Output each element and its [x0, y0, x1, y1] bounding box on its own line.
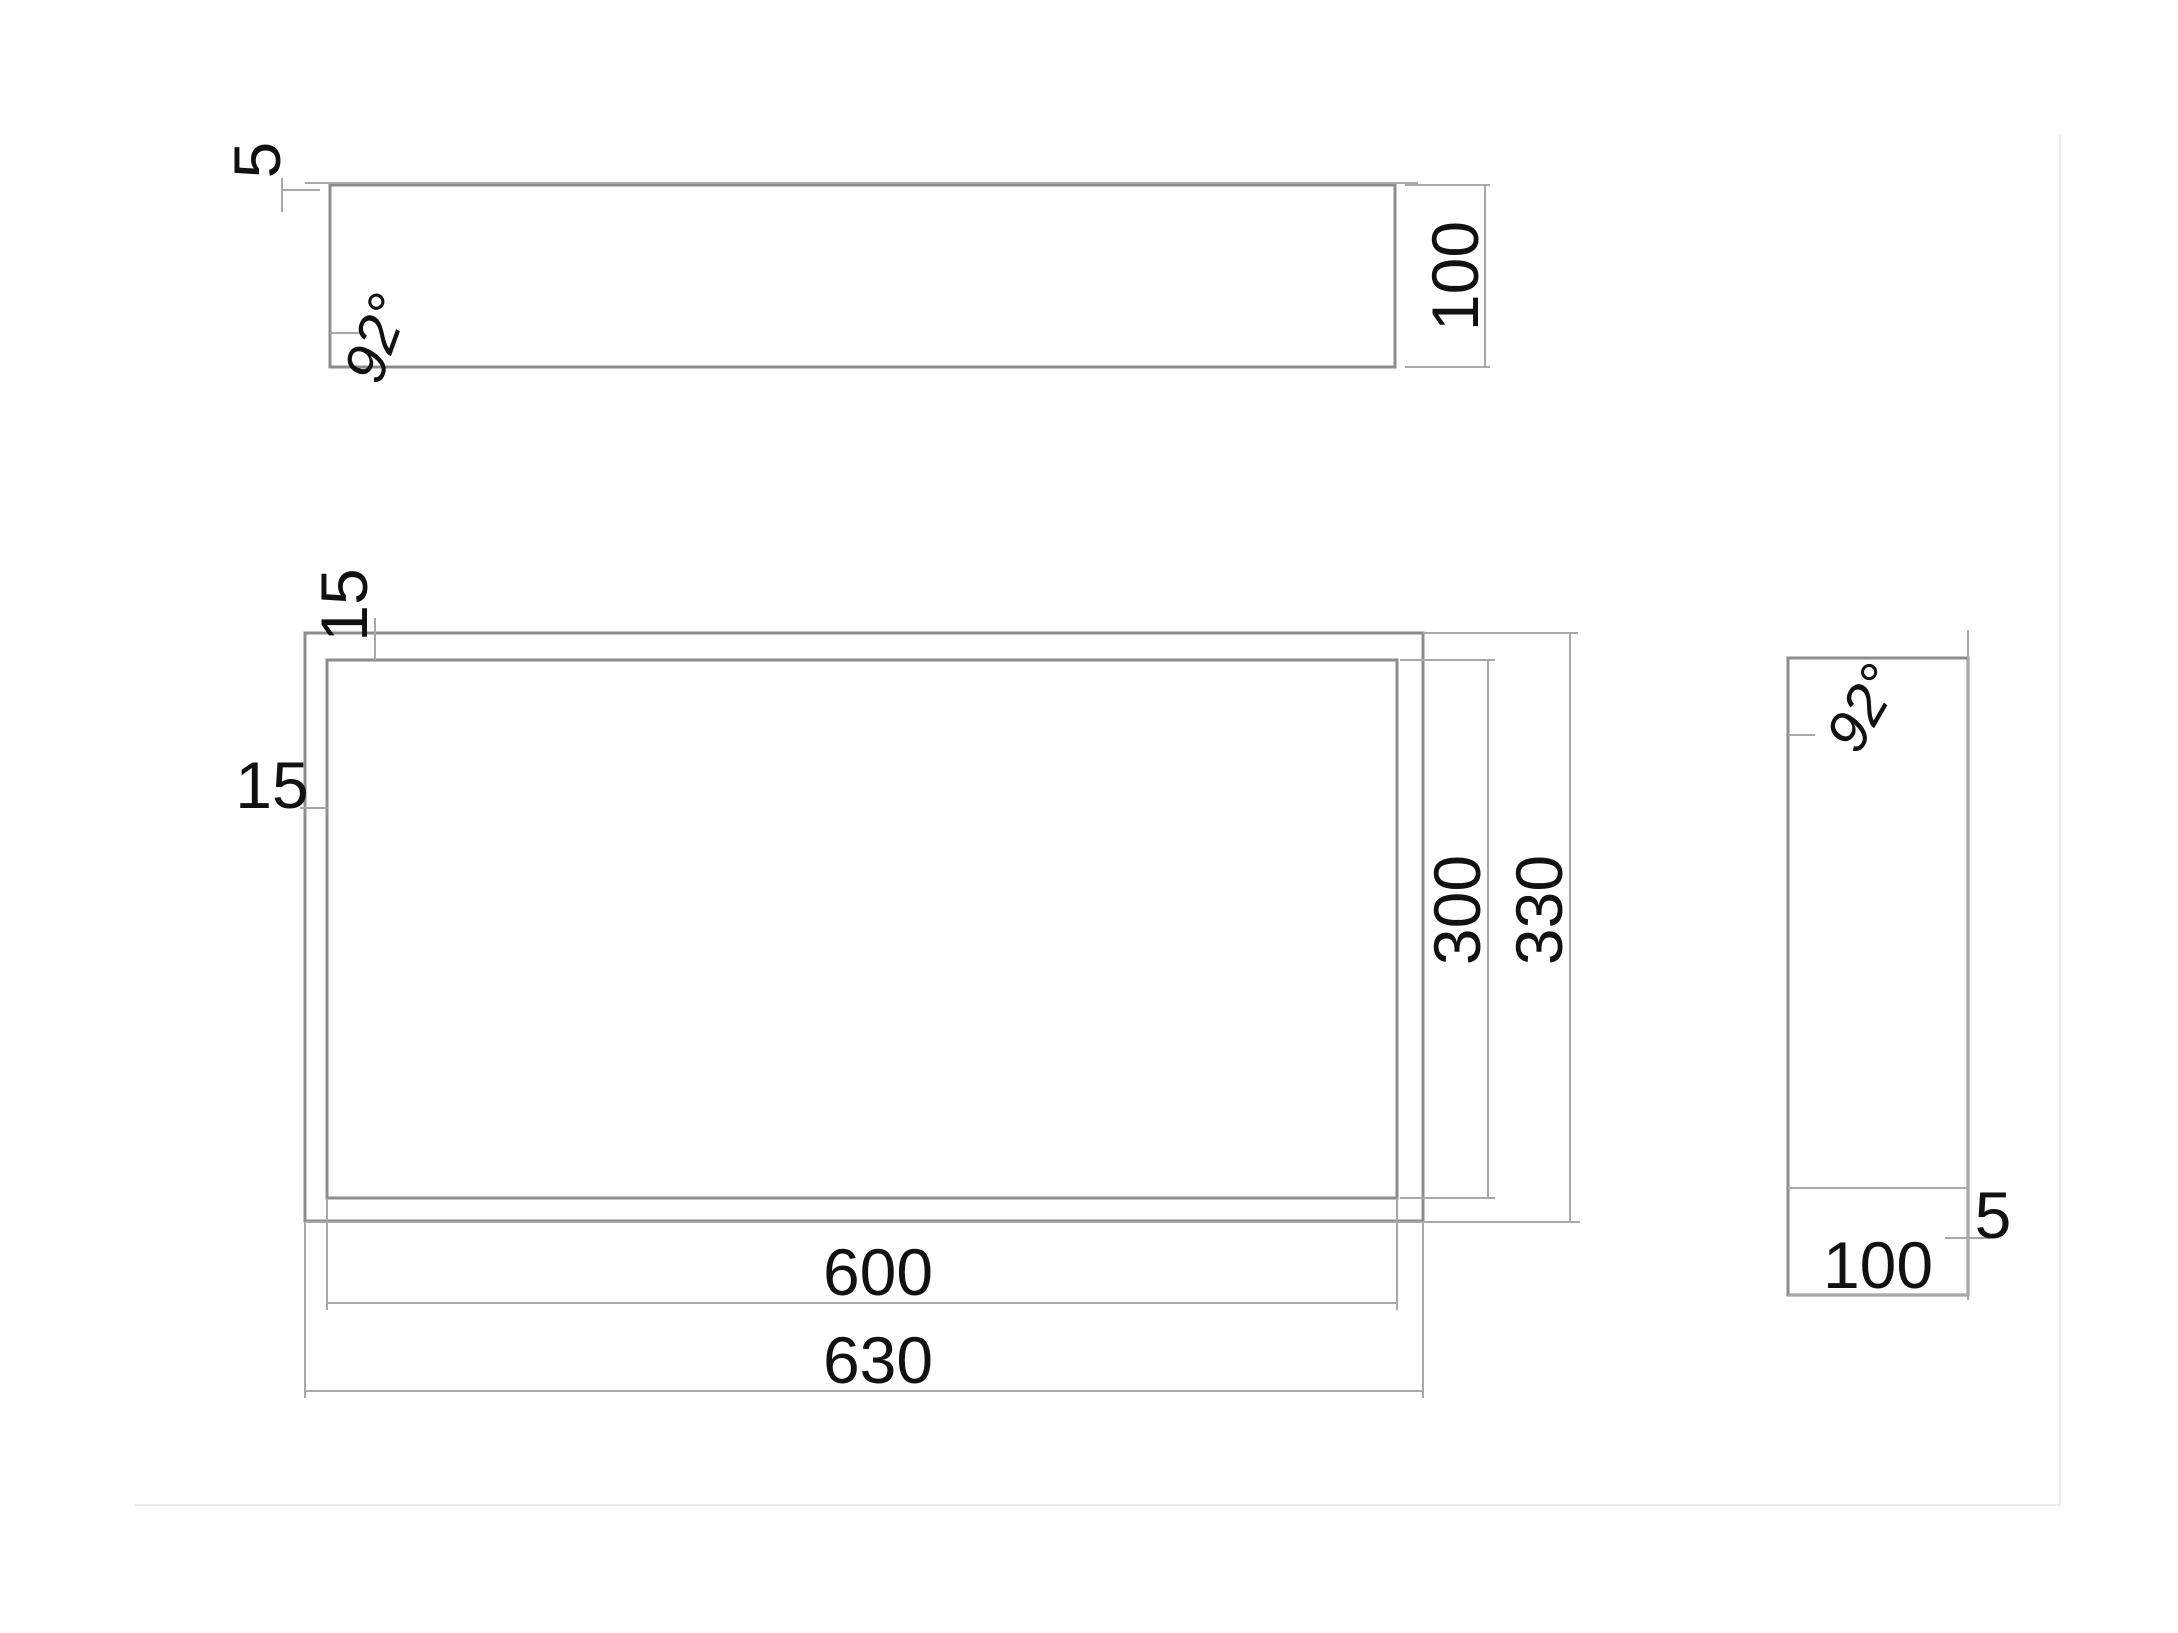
front-view-inner-opening: [325, 658, 1399, 1200]
side-view-angle-label: 92°: [1813, 654, 1913, 762]
side-view-depth-label: 100: [1823, 1228, 1933, 1302]
front-view-outer-height-label: 330: [1502, 855, 1576, 965]
front-view: 15 15 300 330 600 630: [235, 568, 1580, 1398]
paper-frame: [135, 135, 2061, 1506]
side-view-panel: [1786, 656, 1970, 1297]
front-view-inner-width-label: 600: [823, 1235, 933, 1309]
front-view-left-border-label: 15: [235, 748, 308, 822]
front-view-inner-height-label: 300: [1420, 855, 1494, 965]
top-view-thickness-label: 5: [220, 142, 294, 179]
front-view-top-border-label: 15: [307, 568, 381, 641]
top-view-panel: [328, 183, 1397, 369]
side-view: 92° 5 100: [1786, 630, 2012, 1302]
side-view-thickness-label: 5: [1975, 1178, 2012, 1252]
top-view-angle-label: 92°: [331, 286, 422, 391]
front-view-outer-frame: [303, 631, 1425, 1223]
top-view: 5 100 92°: [220, 142, 1492, 391]
top-view-depth-label: 100: [1418, 221, 1492, 331]
front-view-outer-width-label: 630: [823, 1323, 933, 1397]
